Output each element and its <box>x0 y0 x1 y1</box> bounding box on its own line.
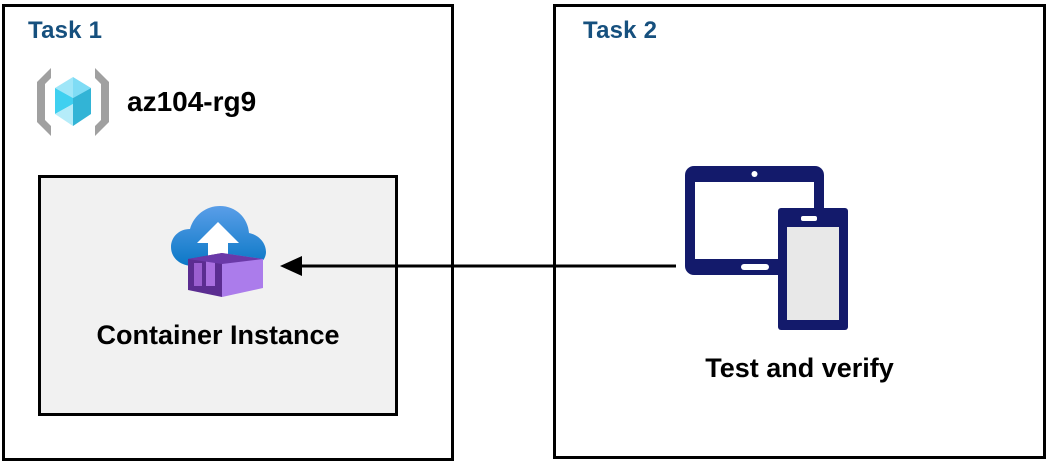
azure-resource-group-icon <box>33 64 113 140</box>
resource-group-name: az104-rg9 <box>127 86 257 117</box>
task-2-label: Task 2 <box>583 17 658 44</box>
container-instance-label: Container Instance <box>96 320 340 350</box>
container-instance-card: Container Instance <box>38 175 398 416</box>
test-and-verify-label: Test and verify <box>705 353 894 383</box>
resource-group-row: az104-rg9 <box>33 62 333 142</box>
tablet-and-phone-devices-icon <box>682 163 867 330</box>
azure-container-instance-icon <box>166 200 270 300</box>
task-1-label: Task 1 <box>28 17 103 44</box>
